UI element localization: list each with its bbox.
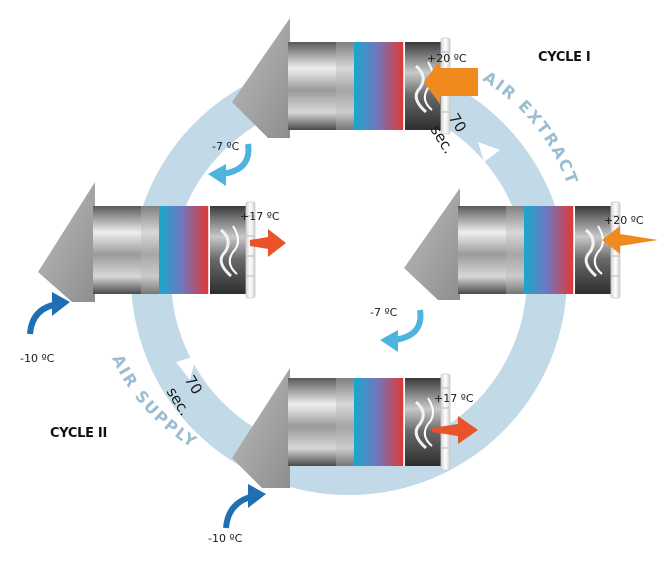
- warm-inflow-arrow-top: [424, 60, 478, 104]
- cycle-two-label: CYCLE II: [50, 426, 107, 441]
- supply-direction-triangle: [176, 356, 196, 380]
- unit-right: [456, 200, 622, 300]
- temp-right-indoor: +20 ºC: [604, 214, 644, 227]
- unit-left: [91, 200, 257, 300]
- temp-right-outflow: -7 ºC: [370, 306, 398, 319]
- cold-outflow-arrow-top-head: [208, 164, 226, 186]
- wall-bottom: [232, 368, 290, 488]
- hot-outflow-arrow-left: [250, 229, 286, 257]
- cold-intake-arrow-bottom-head: [248, 484, 266, 508]
- hot-outflow-arrow-bottom: [432, 416, 478, 444]
- cold-intake-arrow-left-head: [52, 292, 70, 316]
- cold-outflow-arrow-top: [221, 143, 252, 177]
- wall-right: [404, 188, 460, 300]
- wall-top: [232, 18, 290, 138]
- temp-left-intake: -10 ºC: [20, 352, 55, 365]
- wall-left: [38, 182, 95, 302]
- cycle-one-label: CYCLE I: [538, 50, 591, 65]
- cold-outflow-arrow-right-head: [380, 330, 398, 352]
- temp-top-outflow: -7 ºC: [212, 140, 240, 153]
- warm-inflow-arrow-right: [602, 226, 658, 254]
- unit-bottom: [286, 372, 452, 472]
- temp-top-indoor: +20 ºC: [427, 52, 467, 65]
- temp-bottom-indoor: +17 ºC: [434, 392, 474, 405]
- temp-bottom-intake: -10 ºC: [208, 532, 243, 545]
- temp-left-indoor: +17 ºC: [240, 210, 280, 223]
- unit-top: [286, 36, 452, 136]
- extract-direction-triangle: [478, 142, 500, 162]
- cold-outflow-arrow-right: [393, 309, 424, 343]
